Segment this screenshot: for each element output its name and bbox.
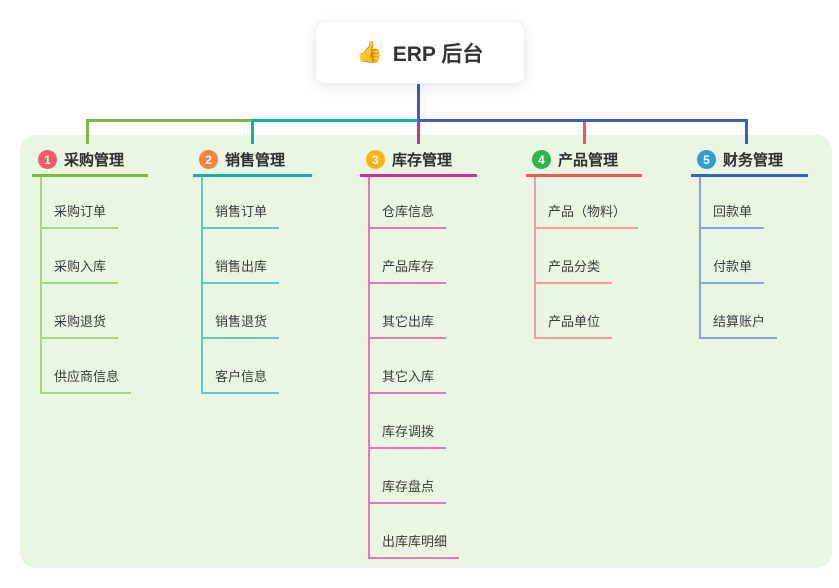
thumbs-up-icon: 👍 xyxy=(356,41,383,64)
node-stock-transfer[interactable]: 库存调拨 xyxy=(370,394,447,449)
root-title: ERP 后台 xyxy=(392,42,484,66)
badge-3-icon: 3 xyxy=(366,150,385,169)
group-finance: 5 财务管理 回款单 付款单 结算账户 xyxy=(691,145,808,339)
group-inventory: 3 库存管理 仓库信息 产品库存 其它出库 其它入库 库存调拨 库存盘点 出库库… xyxy=(360,145,477,559)
group-header-purchase[interactable]: 1 采购管理 xyxy=(32,145,148,177)
group-title: 库存管理 xyxy=(392,152,453,169)
node-other-inbound[interactable]: 其它入库 xyxy=(370,339,447,394)
node-product-material[interactable]: 产品（物料） xyxy=(536,177,639,229)
node-purchase-inbound[interactable]: 采购入库 xyxy=(42,229,119,284)
branch-drop-inventory xyxy=(417,119,420,144)
node-supplier-info[interactable]: 供应商信息 xyxy=(42,339,132,394)
branch-rail-finance xyxy=(418,119,748,122)
badge-1-icon: 1 xyxy=(38,150,57,169)
node-warehouse-info[interactable]: 仓库信息 xyxy=(370,177,447,229)
node-sales-order[interactable]: 销售订单 xyxy=(203,177,280,229)
node-sales-return[interactable]: 销售退货 xyxy=(203,284,280,339)
group-children: 仓库信息 产品库存 其它出库 其它入库 库存调拨 库存盘点 出库库明细 xyxy=(368,177,477,559)
branch-drop-finance xyxy=(745,119,748,144)
node-product-stock[interactable]: 产品库存 xyxy=(370,229,447,284)
branch-rail-purchase xyxy=(86,119,251,122)
badge-5-icon: 5 xyxy=(697,150,716,169)
group-title: 财务管理 xyxy=(723,152,784,169)
branch-drop-sales xyxy=(251,119,254,144)
group-purchase: 1 采购管理 采购订单 采购入库 采购退货 供应商信息 xyxy=(32,145,148,394)
group-header-inventory[interactable]: 3 库存管理 xyxy=(360,145,477,177)
root-connector-line xyxy=(417,82,420,122)
badge-2-icon: 2 xyxy=(199,150,218,169)
group-children: 采购订单 采购入库 采购退货 供应商信息 xyxy=(40,177,148,394)
branch-drop-purchase xyxy=(86,119,89,144)
group-sales: 2 销售管理 销售订单 销售出库 销售退货 客户信息 xyxy=(193,145,312,394)
node-stock-check[interactable]: 库存盘点 xyxy=(370,449,447,504)
group-header-sales[interactable]: 2 销售管理 xyxy=(193,145,312,177)
group-product: 4 产品管理 产品（物料） 产品分类 产品单位 xyxy=(526,145,642,339)
node-product-unit[interactable]: 产品单位 xyxy=(536,284,613,339)
node-purchase-return[interactable]: 采购退货 xyxy=(42,284,119,339)
node-other-outbound[interactable]: 其它出库 xyxy=(370,284,447,339)
node-outbound-detail[interactable]: 出库库明细 xyxy=(370,504,460,559)
node-payment-doc[interactable]: 付款单 xyxy=(701,229,765,284)
node-collection-doc[interactable]: 回款单 xyxy=(701,177,765,229)
node-purchase-order[interactable]: 采购订单 xyxy=(42,177,119,229)
node-sales-outbound[interactable]: 销售出库 xyxy=(203,229,280,284)
groups-panel xyxy=(20,135,832,568)
group-children: 销售订单 销售出库 销售退货 客户信息 xyxy=(201,177,312,394)
group-children: 产品（物料） 产品分类 产品单位 xyxy=(534,177,642,339)
group-header-finance[interactable]: 5 财务管理 xyxy=(691,145,808,177)
group-title: 产品管理 xyxy=(558,152,619,169)
branch-drop-product xyxy=(583,119,586,144)
badge-4-icon: 4 xyxy=(532,150,551,169)
branch-rail-sales xyxy=(251,119,418,122)
node-customer-info[interactable]: 客户信息 xyxy=(203,339,280,394)
node-settlement-account[interactable]: 结算账户 xyxy=(701,284,778,339)
group-title: 销售管理 xyxy=(225,152,286,169)
group-title: 采购管理 xyxy=(64,152,125,169)
group-children: 回款单 付款单 结算账户 xyxy=(699,177,808,339)
group-header-product[interactable]: 4 产品管理 xyxy=(526,145,642,177)
node-product-category[interactable]: 产品分类 xyxy=(536,229,613,284)
root-node[interactable]: 👍 ERP 后台 xyxy=(315,21,525,84)
